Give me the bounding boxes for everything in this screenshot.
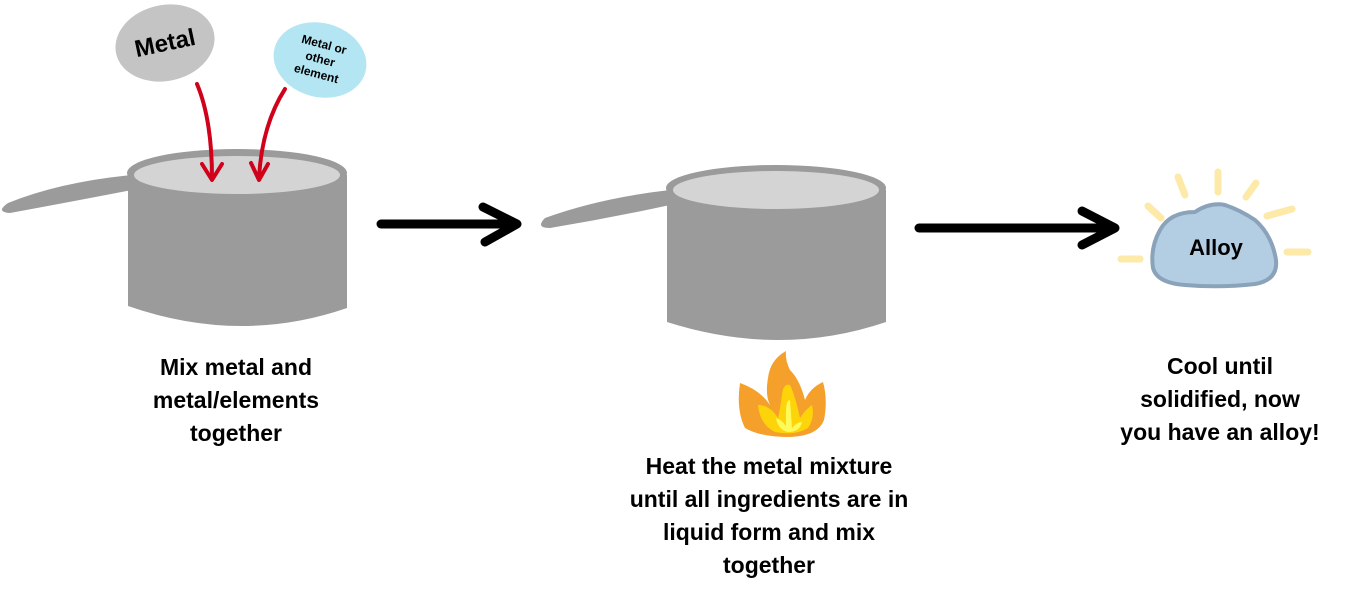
alloy-label: Alloy: [1189, 235, 1244, 260]
pot-handle: [541, 190, 670, 228]
process-arrow-2: [914, 206, 1120, 250]
alloy-blob: Alloy: [1150, 202, 1279, 289]
process-arrow-1: [376, 202, 522, 247]
flame-icon: [738, 351, 826, 437]
caption-step-1: Mix metal and metal/elements together: [152, 354, 320, 446]
pot-handle: [1, 175, 133, 213]
red-arrow-metal: [195, 82, 224, 182]
pot-step-1: [1, 149, 347, 327]
glow-rays: [1117, 168, 1312, 263]
caption-step-3: Cool until solidified, now you have an a…: [1120, 353, 1320, 445]
pot-body: [667, 190, 886, 340]
pot-body: [128, 175, 347, 327]
red-arrow-element: [249, 87, 287, 182]
pot-liquid-surface: [134, 156, 340, 194]
pot-step-2: [541, 165, 886, 340]
pot-liquid-surface: [673, 171, 879, 209]
element-input-blob: Metal or other element: [273, 22, 367, 98]
metal-input-blob: Metal: [115, 4, 215, 82]
caption-step-2: Heat the metal mixture until all ingredi…: [629, 453, 909, 578]
